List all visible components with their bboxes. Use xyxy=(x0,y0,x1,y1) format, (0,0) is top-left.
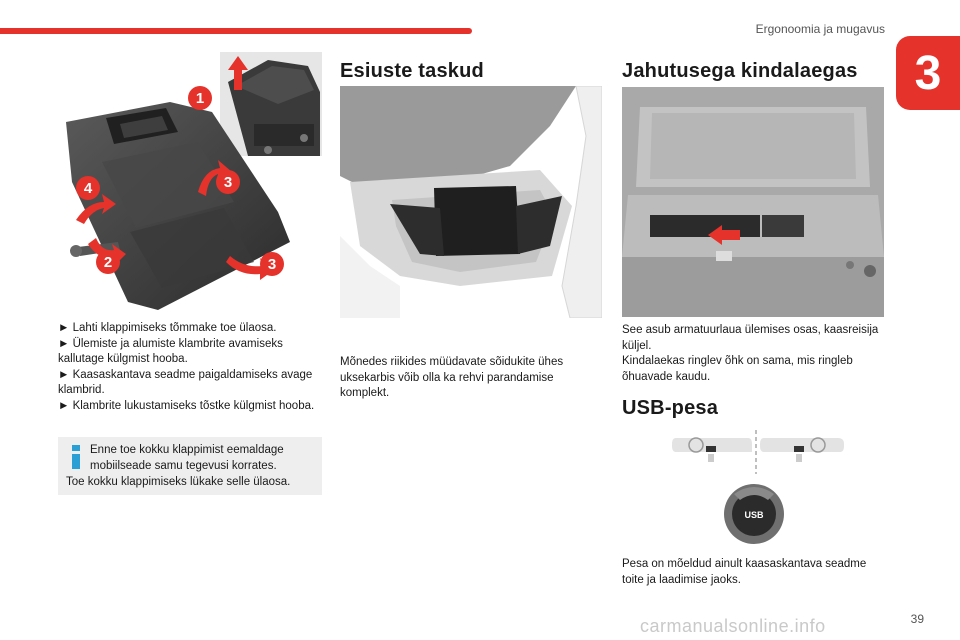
glovebox-text: See asub armatuurlaua ülemises osas, kaa… xyxy=(622,323,884,385)
callout-2: 2 xyxy=(96,250,120,274)
note-text: Enne toe kokku klappimist eemaldage mobi… xyxy=(90,444,284,472)
callout-4: 4 xyxy=(76,176,100,200)
svg-text:1: 1 xyxy=(196,90,204,107)
svg-text:2: 2 xyxy=(104,254,112,271)
svg-text:3: 3 xyxy=(268,256,276,273)
callout-3-lower: 3 xyxy=(260,252,284,276)
usb-text: Pesa on mõeldud ainult kaasaskantava sea… xyxy=(622,558,867,586)
usb-socket-icon: USB xyxy=(724,484,784,544)
svg-text:USB: USB xyxy=(744,510,764,520)
section-title: Ergonoomia ja mugavus xyxy=(755,22,885,36)
instructions-list: ► Lahti klappimiseks tõmmake toe ülaosa.… xyxy=(58,321,322,414)
instruction-item: ► Ülemiste ja alumiste klambrite avamise… xyxy=(58,337,283,366)
instruction-item: ► Klambrite lukustamiseks tõstke külgmis… xyxy=(58,399,315,412)
callout-3-upper: 3 xyxy=(216,170,240,194)
glovebox-illustration xyxy=(622,87,884,317)
instruction-item: ► Kaasaskantava seadme paigaldamiseks av… xyxy=(58,368,313,397)
door-pocket-text: Mõnedes riikides müüdavate sõidukite ühe… xyxy=(340,356,564,399)
heading-usb-socket: USB-pesa xyxy=(622,397,719,419)
header-accent-bar xyxy=(0,28,472,34)
info-icon xyxy=(72,445,80,469)
instruction-item: ► Lahti klappimiseks tõmmake toe ülaosa. xyxy=(58,322,277,334)
callout-1: 1 xyxy=(188,86,212,110)
heading-cooled-glovebox: Jahutusega kindalaegas xyxy=(622,60,858,82)
watermark: carmanualsonline.info xyxy=(640,616,826,636)
note-text: Toe kokku klappimiseks lükake selle ülao… xyxy=(66,476,291,488)
heading-door-pockets: Esiuste taskud xyxy=(340,60,484,82)
info-note: Enne toe kokku klappimist eemaldage mobi… xyxy=(58,437,322,495)
usb-location-illustration xyxy=(672,430,844,474)
svg-text:4: 4 xyxy=(84,180,93,197)
phone-holder-illustration: 1 2 3 3 4 xyxy=(66,52,322,310)
door-pocket-illustration xyxy=(340,86,602,318)
glovebox-text-body: See asub armatuurlaua ülemises osas, kaa… xyxy=(622,324,879,383)
chapter-tab: 3 xyxy=(896,36,960,110)
page-number: 39 xyxy=(910,612,924,626)
svg-text:3: 3 xyxy=(224,174,232,191)
